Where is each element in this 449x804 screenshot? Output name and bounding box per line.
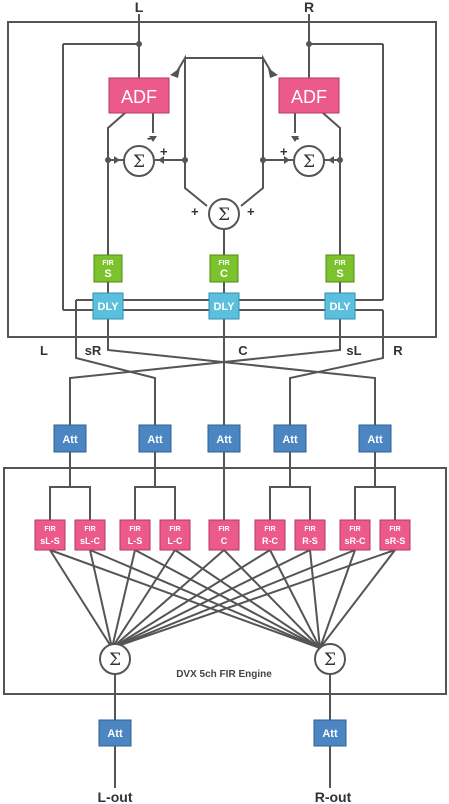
fir-name: L-S [128, 536, 143, 546]
att-block-2: Att [138, 424, 172, 453]
arrow-icon [158, 156, 164, 164]
sum-icon: Σ [109, 650, 121, 670]
att-label: Att [282, 434, 298, 446]
fir-tag: FIR [334, 260, 345, 267]
delay-block-left: DLY [92, 292, 124, 320]
fir-tag: FIR [264, 526, 275, 533]
fir-name: S [336, 268, 343, 280]
engine-fir-sr-s: FIR sR-S [379, 519, 411, 551]
fir-tag: FIR [129, 526, 140, 533]
dly-label: DLY [214, 301, 236, 313]
adf-block-right: ADF [278, 77, 340, 114]
arrow-icon [114, 156, 120, 164]
att-block-5: Att [358, 424, 392, 453]
fir-tag: FIR [102, 260, 113, 267]
fir-tag: FIR [84, 526, 95, 533]
fir-tag: FIR [218, 526, 229, 533]
fir-name: sR-S [385, 536, 406, 546]
matrix-fir-s-right: FIR S [325, 254, 355, 283]
att-label: Att [147, 434, 163, 446]
arrow-icon [284, 156, 290, 164]
sum-icon: Σ [303, 152, 315, 172]
att-out-left: Att [98, 719, 132, 747]
adf-arrow-right-icon [268, 68, 278, 78]
dly-label: DLY [330, 301, 352, 313]
engine-fir-l-s: FIR L-S [119, 519, 151, 551]
engine-fir-r-s: FIR R-S [294, 519, 326, 551]
engine-fir-sl-s: FIR sL-S [34, 519, 66, 551]
att-label: Att [62, 434, 78, 446]
sum-icon: Σ [324, 650, 336, 670]
arrow-icon [291, 136, 299, 142]
matrix-fir-c: FIR C [209, 254, 239, 283]
adf-label: ADF [291, 87, 327, 107]
fir-tag: FIR [389, 526, 400, 533]
fir-name: R-S [302, 536, 318, 546]
summer-center: Σ [208, 198, 240, 230]
fir-name: C [220, 268, 228, 280]
engine-title: DVX 5ch FIR Engine [176, 669, 272, 680]
fir-tag: FIR [349, 526, 360, 533]
output-label-right: R-out [315, 789, 352, 804]
channel-label-c: C [238, 343, 248, 358]
engine-fir-l-c: FIR L-C [159, 519, 191, 551]
fir-tag: FIR [304, 526, 315, 533]
fir-tag: FIR [169, 526, 180, 533]
sign-plus: + [191, 204, 199, 219]
fir-tag: FIR [218, 260, 229, 267]
fir-name: L-C [168, 536, 183, 546]
engine-mix-wires [49, 549, 396, 788]
sum-icon: Σ [218, 205, 230, 225]
att-block-3: Att [207, 424, 241, 453]
fir-name: S [104, 268, 111, 280]
att-label: Att [367, 434, 383, 446]
dly-label: DLY [98, 301, 120, 313]
matrix-decoder-frame [7, 21, 437, 338]
att-block-1: Att [53, 424, 87, 453]
summer-right: Σ [293, 145, 325, 177]
channel-label-r: R [393, 343, 403, 358]
att-out-right: Att [313, 719, 347, 747]
att-label: Att [107, 728, 123, 740]
channel-label-sr: sR [85, 343, 102, 358]
fir-name: sR-C [344, 536, 366, 546]
input-label-right: R [304, 0, 314, 15]
att-label: Att [216, 434, 232, 446]
fir-name: C [221, 536, 228, 546]
sign-plus: + [160, 144, 168, 159]
fir-tag: FIR [44, 526, 55, 533]
delay-block-center: DLY [208, 292, 240, 320]
matrix-fir-s-left: FIR S [93, 254, 123, 283]
att-label: Att [322, 728, 338, 740]
sum-icon: Σ [133, 152, 145, 172]
summer-out-left: Σ [99, 643, 131, 675]
fir-name: R-C [262, 536, 278, 546]
channel-label-l: L [40, 343, 48, 358]
adf-label: ADF [121, 87, 157, 107]
input-label-left: L [135, 0, 144, 15]
sign-plus: + [247, 204, 255, 219]
adf-block-left: ADF [108, 77, 170, 114]
engine-fir-c: FIR C [208, 519, 240, 551]
channel-routing-wires [69, 337, 384, 425]
sign-minus: - [147, 130, 151, 145]
arrow-icon [149, 136, 157, 142]
output-label-left: L-out [98, 789, 133, 804]
summer-left: Σ [123, 145, 155, 177]
channel-label-sl: sL [346, 343, 361, 358]
fir-name: sL-C [80, 536, 101, 546]
summer-out-right: Σ [314, 643, 346, 675]
engine-fir-sl-c: FIR sL-C [74, 519, 106, 551]
sign-plus: + [280, 144, 288, 159]
att-block-4: Att [273, 424, 307, 453]
engine-input-wires [49, 452, 396, 520]
engine-fir-sr-c: FIR sR-C [339, 519, 371, 551]
arrow-icon [328, 156, 334, 164]
delay-block-right: DLY [324, 292, 356, 320]
engine-fir-r-c: FIR R-C [254, 519, 286, 551]
fir-name: sL-S [40, 536, 60, 546]
adf-arrow-left-icon [170, 68, 180, 78]
